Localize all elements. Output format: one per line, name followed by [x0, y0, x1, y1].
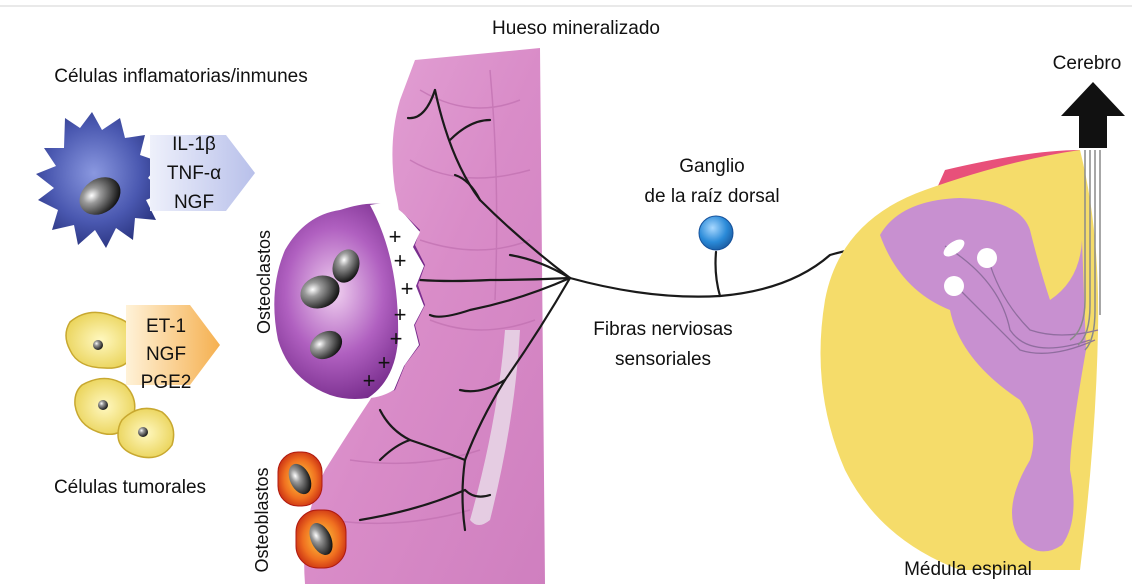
- mediator-ngf-tumor: NGF: [146, 344, 186, 365]
- spinal-cord: [821, 150, 1101, 570]
- label-tumor-cells: Células tumorales: [54, 477, 206, 498]
- plus-sign: +: [390, 326, 403, 351]
- label-ganglion-line1: Ganglio: [679, 156, 745, 177]
- label-mineralized-bone: Hueso mineralizado: [492, 18, 660, 39]
- inflammatory-immune-cell: [36, 112, 165, 248]
- arrow-to-brain: [1061, 82, 1125, 148]
- plus-sign: +: [401, 276, 414, 301]
- mediator-et1: ET-1: [146, 316, 186, 337]
- label-fibers-line1: Fibras nerviosas: [593, 319, 732, 340]
- plus-sign: +: [378, 350, 391, 375]
- plus-sign: +: [389, 224, 402, 249]
- mediator-pge2: PGE2: [141, 372, 192, 393]
- label-brain: Cerebro: [1053, 53, 1122, 74]
- label-inflammatory-immune-cells: Células inflamatorias/inmunes: [54, 66, 307, 87]
- label-ganglion-line2: de la raíz dorsal: [644, 186, 779, 207]
- dorsal-root-ganglion: [699, 216, 733, 250]
- plus-sign: +: [394, 248, 407, 273]
- label-osteoclasts: Osteoclastos: [254, 230, 274, 334]
- mediator-ngf-immune: NGF: [174, 192, 214, 213]
- mediator-il1b: IL-1β: [172, 134, 216, 155]
- label-fibers-line2: sensoriales: [615, 349, 711, 370]
- mediator-tnfa: TNF-α: [167, 163, 221, 184]
- plus-sign: +: [363, 368, 376, 393]
- label-osteoblasts: Osteoblastos: [252, 467, 272, 572]
- label-spinal-cord: Médula espinal: [904, 559, 1032, 580]
- plus-sign: +: [394, 302, 407, 327]
